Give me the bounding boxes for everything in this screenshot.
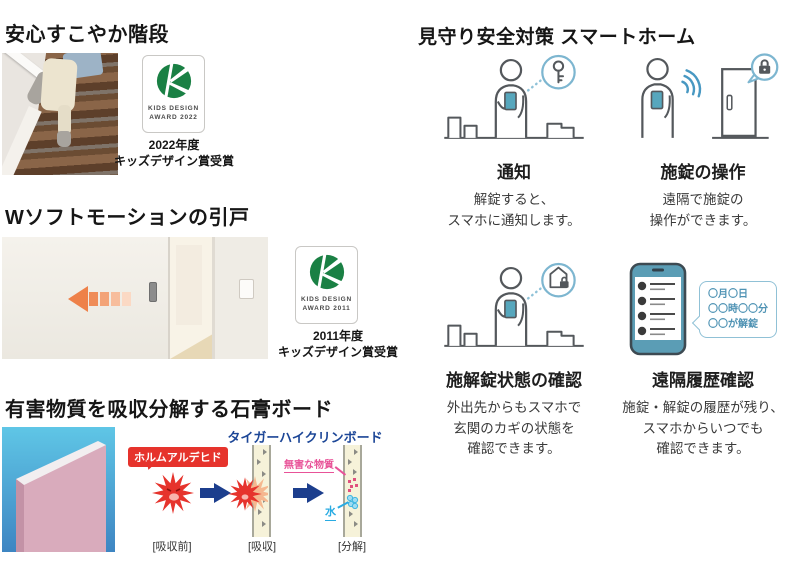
wifi-waves-icon: [681, 69, 702, 98]
kids-design-logo-icon: [309, 254, 344, 290]
award-name: キッズデザイン賞受賞: [277, 344, 398, 359]
feature-notification: 通知 解錠すると、 スマホに通知します。: [418, 53, 610, 231]
award-caption-2011: 2011年度 キッズデザイン賞受賞: [276, 329, 400, 360]
gypsum-section-heading: 有害物質を吸収分解する石膏ボード: [5, 399, 333, 421]
badge-text-line1: KIDS DESIGN: [300, 296, 353, 303]
feature-remote-history: 〇月〇日 〇〇時〇〇分 〇〇が解錠 遠隔履歴確認 施錠・解錠の履歴が残り、 スマ…: [608, 261, 798, 460]
badge-text-line2: AWARD 2022: [149, 113, 198, 121]
gypsum-board-graphic: [16, 441, 106, 552]
caption-absorption: [吸収]: [247, 541, 277, 553]
kids-design-award-2011-badge: KIDS DESIGN AWARD 2011: [295, 246, 358, 324]
smart-home-section-heading: 見守り安全対策 スマートホーム: [418, 27, 696, 48]
child-pants-graphic: [40, 57, 78, 113]
formaldehyde-burst-icon: [152, 472, 194, 514]
award-year: 2022年度: [148, 138, 200, 152]
feature-status-check: 施解錠状態の確認 外出先からもスマホで 玄関のカギの状態を 確認できます。: [418, 261, 610, 460]
feature-title: 施錠の操作: [660, 163, 746, 182]
phone-notification-key-icon: [444, 54, 584, 139]
feature-title: 通知: [497, 163, 531, 182]
stairs-section-heading: 安心すこやか階段: [5, 24, 169, 46]
door-handle-graphic: [149, 282, 157, 302]
feature-description: 解錠すると、 スマホに通知します。: [447, 192, 581, 228]
absorbed-burst-icon: [228, 476, 268, 512]
absorb-arrow-icon: [200, 483, 231, 503]
board-cross-section-decompose: [343, 445, 362, 537]
feature-description: 外出先からもスマホで 玄関のカギの状態を 確認できます。: [446, 400, 582, 456]
product-name-label: タイガーハイクリンボード: [227, 430, 383, 445]
phone-house-lock-icon: [444, 262, 584, 347]
door-section-heading: Wソフトモーションの引戸: [5, 207, 250, 229]
door-panel-graphic: [2, 237, 170, 359]
formaldehyde-label: ホルムアルデヒド: [128, 447, 228, 467]
stairs-photo: [2, 53, 118, 175]
child-leg-graphic: [58, 105, 71, 135]
decompose-arrow-icon: [293, 483, 324, 503]
history-time: 〇〇時〇〇分: [708, 303, 768, 315]
padlock-icon: [759, 59, 771, 74]
feature-title: 施解錠状態の確認: [446, 371, 582, 390]
phone-wifi-door-lock-icon: [641, 53, 779, 139]
gypsum-diagram: タイガーハイクリンボード ホルムアルデヒド: [122, 425, 400, 565]
door-slide-arrow-icon: [68, 286, 144, 312]
badge-text-line2: AWARD 2011: [302, 304, 351, 312]
gypsum-board-photo: [2, 427, 115, 552]
water-label: 水: [325, 503, 336, 521]
award-caption-2022: 2022年度 キッズデザイン賞受賞: [112, 138, 236, 169]
history-speech-bubble: 〇月〇日 〇〇時〇〇分 〇〇が解錠: [699, 280, 777, 338]
kids-design-award-2022-badge: KIDS DESIGN AWARD 2022: [142, 55, 205, 133]
feature-title: 遠隔履歴確認: [652, 371, 754, 390]
key-icon: [552, 60, 565, 84]
feature-lock-operation: 施錠の操作 遠隔で施錠の 操作ができます。: [608, 53, 798, 231]
child-sock-graphic: [57, 131, 71, 147]
light-switch-graphic: [239, 279, 254, 299]
sliding-door-photo: [2, 237, 268, 359]
harmless-substance-label: 無害な物質: [284, 456, 334, 473]
history-event: 〇〇が解錠: [708, 318, 758, 330]
award-year: 2011年度: [312, 329, 364, 343]
kids-design-logo-icon: [156, 63, 191, 99]
caption-before-absorption: [吸収前]: [152, 541, 192, 553]
award-name: キッズデザイン賞受賞: [113, 153, 234, 168]
feature-description: 施錠・解錠の履歴が残り、 スマホからいつでも 確認できます。: [622, 400, 784, 456]
side-wall-graphic: [212, 237, 268, 359]
caption-decomposition: [分解]: [337, 541, 367, 553]
doorway-opening-graphic: [170, 237, 212, 359]
history-date: 〇月〇日: [708, 288, 748, 300]
feature-description: 遠隔で施錠の 操作ができます。: [649, 192, 757, 228]
house-lock-icon: [549, 266, 569, 289]
smartphone-history-icon: [629, 262, 687, 356]
badge-text-line1: KIDS DESIGN: [147, 105, 200, 112]
